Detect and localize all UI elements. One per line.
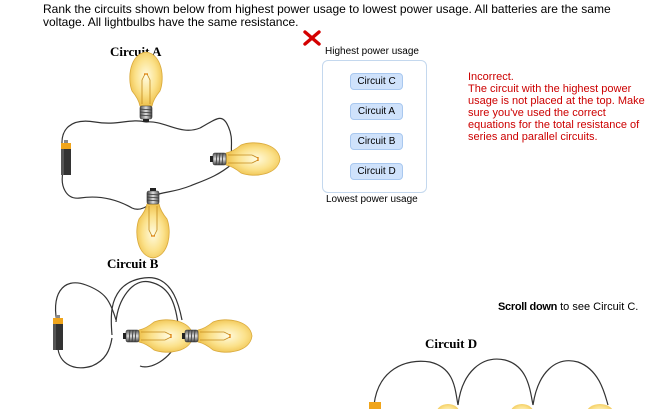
instructions-text: Rank the circuits shown below from highe…: [43, 2, 611, 29]
lowest-power-label: Lowest power usage: [326, 194, 418, 205]
scroll-note-bold: Scroll down: [498, 301, 558, 313]
highest-power-label: Highest power usage: [325, 46, 419, 57]
feedback-heading: Incorrect.: [468, 71, 514, 83]
rank-item-2[interactable]: Circuit A: [350, 103, 403, 120]
lightbulb-icon: [181, 319, 253, 353]
lightbulb-icon: [136, 187, 170, 259]
scroll-note: Scroll down to see Circuit C.: [498, 301, 638, 313]
lightbulb-icon: [437, 404, 613, 409]
feedback-message: The circuit with the highest power usage…: [468, 83, 645, 143]
battery-icon: [53, 315, 63, 350]
x-icon: [303, 30, 321, 46]
feedback-panel: Incorrect. The circuit with the highest …: [468, 71, 648, 143]
rank-item-3[interactable]: Circuit B: [350, 133, 403, 150]
rank-item-1[interactable]: Circuit C: [350, 73, 403, 90]
scroll-note-rest: to see Circuit C.: [557, 301, 639, 313]
rank-item-4[interactable]: Circuit D: [350, 163, 403, 180]
circuit-b-label: Circuit B: [107, 256, 159, 271]
battery-icon: [61, 140, 71, 175]
ranking-box[interactable]: Circuit C Circuit A Circuit B Circuit D: [322, 60, 427, 193]
circuit-d-label: Circuit D: [425, 336, 478, 351]
lightbulb-icon: [209, 142, 281, 176]
lightbulb-icon: [129, 51, 163, 123]
